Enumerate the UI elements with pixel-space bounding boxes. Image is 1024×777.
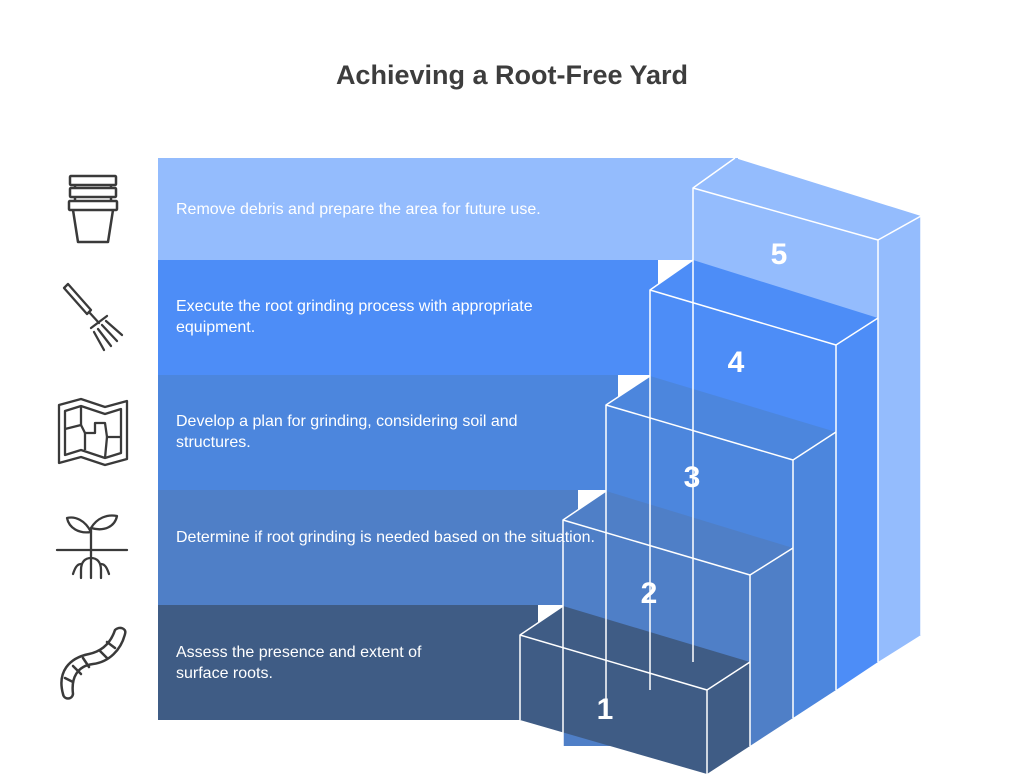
band-step-4 [158, 260, 658, 375]
sprout-roots-icon [55, 514, 129, 580]
band-step-2 [158, 490, 578, 605]
hand-rake-icon [62, 282, 124, 352]
step-1-front [520, 635, 707, 774]
step-4-number: 4 [728, 346, 745, 379]
step-2-text: Determine if root grinding is needed bas… [176, 529, 595, 546]
step-3-text: Develop a plan for grinding, considering… [176, 413, 518, 451]
band-step-1 [158, 605, 538, 720]
step-5-text: Remove debris and prepare the area for f… [176, 201, 541, 218]
step-1-side [707, 662, 750, 774]
step-2-number: 2 [641, 577, 658, 610]
step-3-top [606, 376, 836, 460]
step-2-side [750, 548, 793, 746]
band-step-3 [158, 375, 618, 490]
step-3-side [793, 432, 836, 718]
step-1-top [520, 606, 750, 690]
pots-stack-icon [67, 174, 119, 244]
step-1-number: 1 [597, 693, 614, 726]
step-1-text: Assess the presence and extent of surfac… [176, 644, 422, 682]
step-2-top [563, 491, 793, 575]
map-plan-icon [57, 397, 129, 467]
worm-root-icon [60, 626, 127, 700]
step-5-top [693, 158, 921, 240]
diagram-title: Achieving a Root-Free Yard [335, 60, 689, 90]
step-5-side [878, 216, 921, 662]
step-4-side [836, 318, 878, 690]
step-4-text: Execute the root grinding process with a… [176, 298, 533, 336]
band-step-5 [158, 158, 738, 260]
step-5-number: 5 [771, 238, 788, 271]
step-4-top [650, 260, 878, 345]
step-3-number: 3 [684, 461, 701, 494]
